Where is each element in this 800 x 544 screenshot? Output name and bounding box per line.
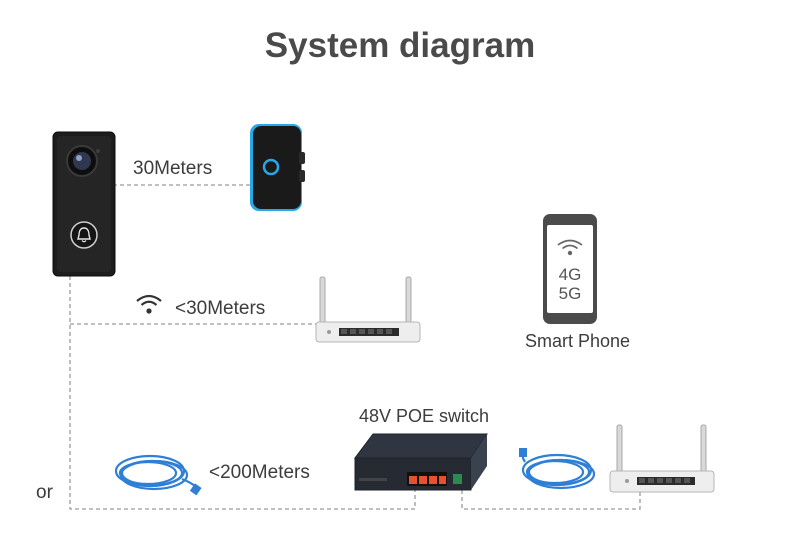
ethernet-cable-coil [112, 449, 204, 497]
phone-label: Smart Phone [525, 331, 631, 351]
bell-icon [77, 227, 91, 243]
phone-network-4g: 4G [558, 265, 582, 284]
video-doorbell [52, 131, 116, 277]
wifi-icon [136, 294, 162, 314]
phone-signal-icon [557, 239, 583, 256]
wifi-distance-label: <30Meters [175, 298, 266, 319]
smart-phone: 4G 5G [542, 213, 598, 325]
poe-switch [351, 432, 491, 494]
phone-network-5g: 5G [558, 284, 582, 303]
chime-distance-label: 30Meters [133, 158, 213, 179]
switch-label: 48V POE switch [359, 406, 490, 426]
chime-receiver [249, 122, 307, 213]
cable-distance-label: <200Meters [209, 462, 310, 483]
alternative-label: or [36, 482, 53, 503]
wifi-router-2 [609, 423, 715, 493]
page-title: System diagram [264, 26, 536, 65]
wifi-router [315, 275, 421, 343]
switch-router-link-line [461, 490, 641, 510]
ethernet-cable-coil-2 [517, 448, 609, 496]
